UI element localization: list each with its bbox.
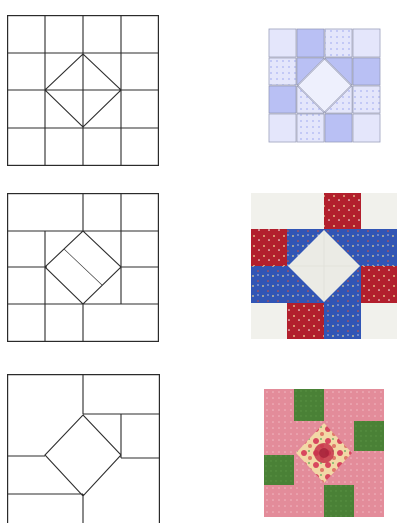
quilt-block-2: [251, 193, 397, 339]
quilt-block-1: [268, 28, 381, 143]
sketch-1: [7, 15, 159, 166]
sketch-2: [7, 193, 159, 342]
sketch-3: [7, 374, 162, 523]
quilt-block-3: [264, 389, 384, 517]
